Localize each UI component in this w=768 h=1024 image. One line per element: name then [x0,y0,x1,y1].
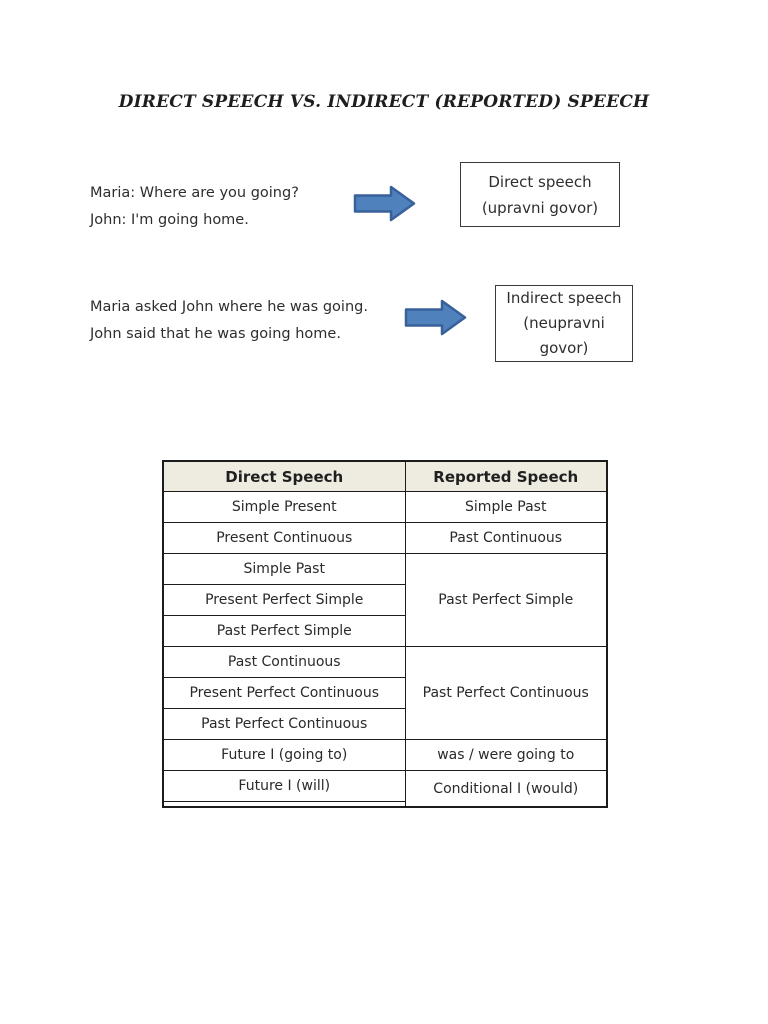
table-cell: Simple Present [162,491,406,523]
table-cell: Past Continuous [162,646,406,678]
table-row: Past Perfect Continuous [162,708,607,740]
dialogue-line: Maria asked John where he was going. [90,299,368,315]
direct-speech-label-box: Direct speech (upravni govor) [460,162,620,227]
label-line: Direct speech [488,172,592,191]
table-cell: Simple Past [162,553,406,585]
table-row: Simple Present Simple Past [162,491,608,523]
indirect-speech-label-box: Indirect speech (neupravni govor) [495,285,633,362]
table-row: Present Perfect Simple [162,584,607,616]
label-line: (upravni govor) [481,198,599,217]
table-row: Past Continuous Past Perfect Continuous [162,646,608,740]
label-line: govor) [539,339,589,357]
table-cell: Future I (will) [162,770,406,802]
table-cell: Future I (going to) [162,739,406,771]
dialogue-line: John said that he was going home. [90,326,341,342]
table-cell: Conditional I (would) [404,770,608,808]
label-line: Indirect speech [506,289,622,307]
table-cell: Past Perfect Continuous [162,708,406,740]
table-row: Simple Past Past Perfect Simple [162,553,608,647]
right-arrow-icon [353,185,416,222]
right-arrow-shape [353,185,416,222]
example-direct-speech: Maria: Where are you going? John: I'm go… [90,180,299,234]
dialogue-line: John: I'm going home. [90,212,249,228]
page-title: DIRECT SPEECH VS. INDIRECT (REPORTED) SP… [118,92,650,112]
table-cell: Past Perfect Simple [162,615,406,647]
tense-table: Direct Speech Reported Speech Simple Pre… [162,460,608,808]
table-row: Present Continuous Past Continuous [162,522,608,554]
table-row: Future I (will) Conditional I (would) [162,770,608,808]
dialogue-line: Maria: Where are you going? [90,185,299,201]
table-cell [162,801,406,808]
table-header-row: Direct Speech Reported Speech [162,460,608,492]
table-row: Future I (going to) was / were going to [162,739,608,771]
right-arrow-icon [404,299,467,336]
table-cell: Simple Past [404,491,608,523]
table-row: Past Perfect Simple [162,615,607,647]
table-cell: was / were going to [404,739,608,771]
table-header-direct: Direct Speech [162,460,406,492]
table-cell: Past Perfect Simple [404,553,608,647]
table-cell: Past Perfect Continuous [404,646,608,740]
table-cell: Past Continuous [404,522,608,554]
right-arrow-shape [404,299,467,336]
table-cell: Present Continuous [162,522,406,554]
example-indirect-speech: Maria asked John where he was going. Joh… [90,294,368,348]
table-cell: Present Perfect Continuous [162,677,406,709]
table-header-reported: Reported Speech [404,460,608,492]
table-cell: Present Perfect Simple [162,584,406,616]
label-line: (neupravni [523,314,605,332]
table-row [162,801,607,808]
